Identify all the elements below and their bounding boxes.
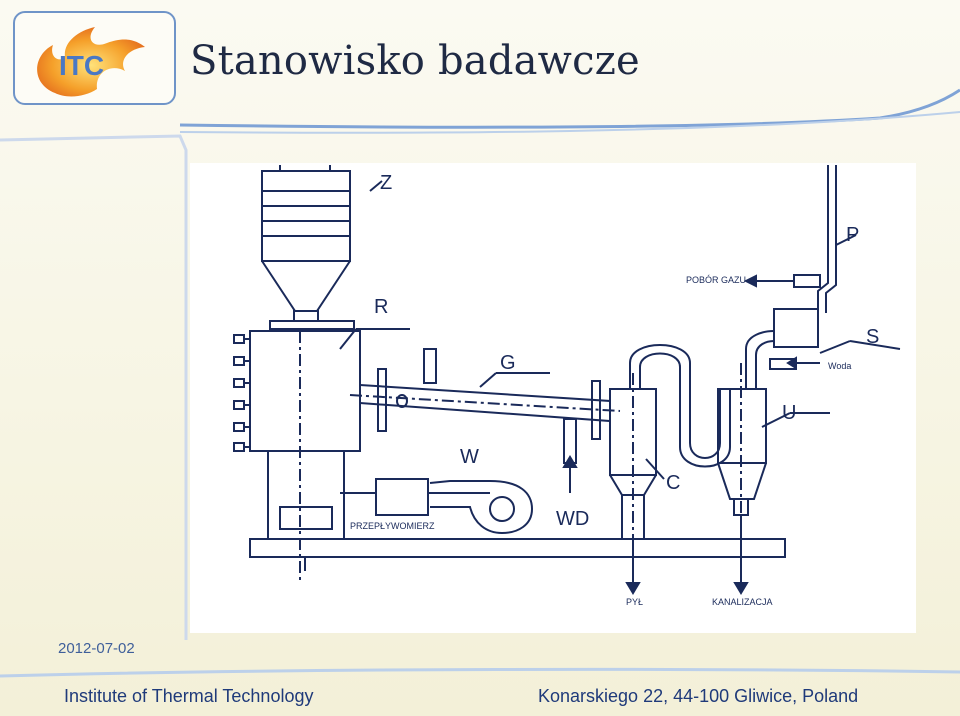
label-pobor-gazu: POBÓR GAZU — [686, 275, 746, 285]
label-r: R — [374, 296, 388, 318]
label-kanalizacja: KANALIZACJA — [712, 597, 773, 607]
logo-text: ITC — [59, 50, 104, 81]
label-woda: Woda — [828, 361, 851, 371]
flowmeter — [375, 478, 429, 516]
label-z: Z — [380, 172, 392, 194]
slide-date: 2012-07-02 — [58, 640, 135, 657]
label-c: C — [666, 472, 680, 494]
base-frame — [249, 538, 786, 558]
slide-title: Stanowisko badawcze — [190, 38, 640, 84]
label-w: W — [460, 446, 479, 468]
reactor-ports — [233, 334, 245, 452]
reactor — [249, 330, 361, 452]
label-g: G — [500, 352, 516, 374]
separator-s — [773, 308, 819, 348]
feeder-hopper — [261, 170, 351, 262]
label-u: U — [782, 402, 796, 424]
label-s: S — [866, 326, 879, 348]
flame-icon: ITC — [37, 27, 145, 97]
itc-logo: ITC — [13, 11, 176, 105]
label-wd: WD — [556, 508, 589, 530]
label-przeplywomierz: PRZEPŁYWOMIERZ — [350, 521, 435, 531]
footer-address: Konarskiego 22, 44-100 Gliwice, Poland — [538, 686, 859, 706]
label-pyl: PYŁ — [626, 597, 643, 607]
test-stand-diagram: Z R G W WD C U S P POBÓR GAZU Woda PRZEP… — [190, 163, 916, 633]
schematic: Z R G W WD C U S P POBÓR GAZU Woda PRZEP… — [233, 165, 901, 607]
label-p: P — [846, 224, 859, 246]
footer-institute: Institute of Thermal Technology — [64, 686, 314, 706]
